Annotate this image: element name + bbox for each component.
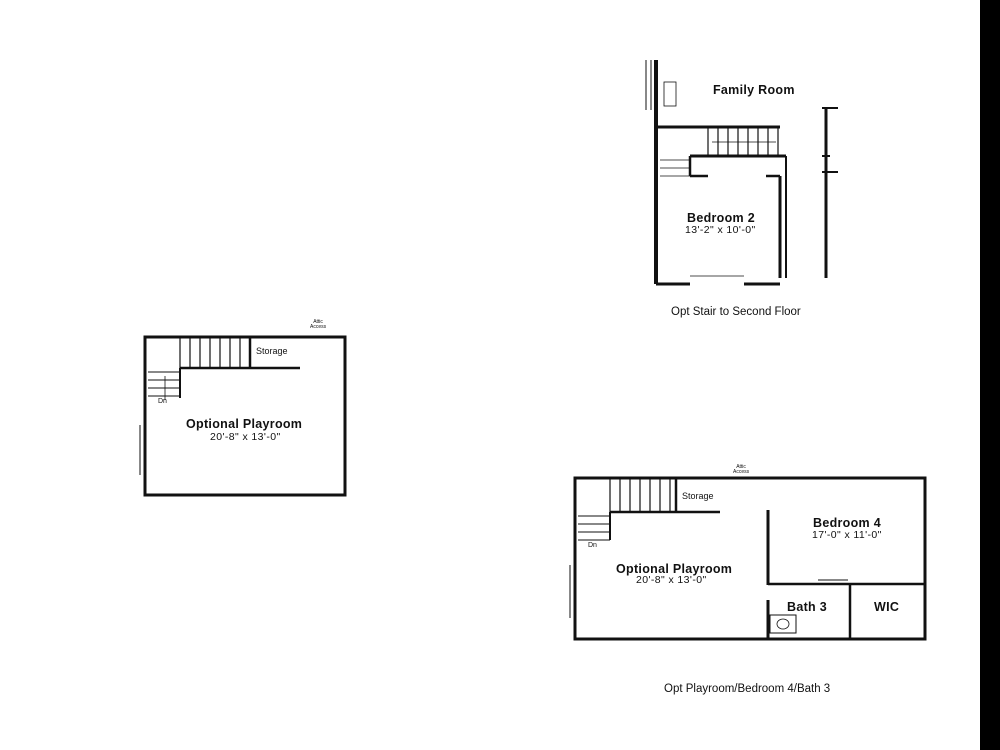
combo-plan — [569, 476, 927, 641]
bedroom-2-dimensions: 13'-2" x 10'-0" — [685, 224, 756, 236]
optional-playroom-label: Optional Playroom — [186, 417, 303, 431]
sink-counter — [769, 614, 797, 634]
combo-walls — [573, 476, 927, 641]
combo-playroom-dimensions: 20'-8" x 13'-0" — [636, 574, 707, 586]
stair-plan — [645, 60, 838, 286]
playroom-attic-access-label: Attic Access — [310, 319, 327, 330]
stair-winders — [578, 515, 610, 541]
bedroom-2-label: Bedroom 2 — [687, 211, 755, 225]
combo-plan-caption: Opt Playroom/Bedroom 4/Bath 3 — [664, 683, 831, 695]
combo-storage-label: Storage — [682, 491, 714, 501]
bath-3-label: Bath 3 — [787, 600, 828, 614]
combo-down-label: Dn — [588, 542, 597, 549]
playroom-storage-label: Storage — [256, 346, 288, 356]
bedroom-4-dimensions: 17'-0" x 11'-0" — [812, 529, 882, 541]
combo-attic-access-label: Attic Access — [733, 464, 750, 475]
stair-plan-caption: Opt Stair to Second Floor — [671, 306, 801, 318]
playroom-plan — [139, 335, 347, 497]
wic-label: WIC — [874, 600, 900, 614]
combo-playroom-label: Optional Playroom — [616, 562, 733, 576]
playroom-walls — [143, 335, 347, 497]
stair-winders — [660, 159, 690, 177]
stair-winders — [148, 371, 180, 397]
stair-treads — [179, 337, 241, 368]
sink-basin — [776, 618, 790, 630]
stair-treads — [707, 127, 779, 156]
stair-treads — [609, 478, 671, 512]
wall-outlet — [663, 81, 677, 107]
family-room-label: Family Room — [713, 83, 795, 97]
bedroom-4-label: Bedroom 4 — [813, 516, 881, 530]
optional-playroom-dimensions: 20'-8" x 13'-0" — [210, 431, 281, 443]
playroom-down-label: Dn — [158, 398, 167, 405]
